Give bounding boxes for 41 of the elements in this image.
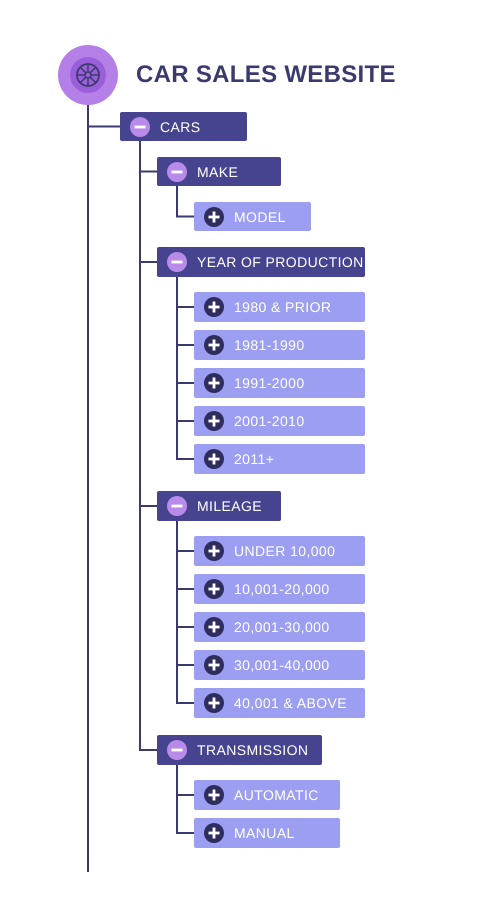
option-box <box>194 688 365 718</box>
category-box <box>157 157 281 186</box>
node-label: UNDER 10,000 <box>234 543 336 559</box>
option-box <box>194 536 365 566</box>
connector-line <box>176 186 194 218</box>
option-box <box>194 780 340 810</box>
option-box <box>194 444 365 474</box>
node-label: CARS <box>160 118 200 134</box>
option-box <box>194 202 311 231</box>
node-label: 30,001-40,000 <box>234 657 330 673</box>
node-label: TRANSMISSION <box>197 742 308 758</box>
node-label: 1991-2000 <box>234 375 305 391</box>
category-box <box>157 735 322 765</box>
category-box <box>157 491 281 521</box>
node-label: MAKE <box>197 164 238 180</box>
category-box <box>120 112 247 141</box>
node-label: 2011+ <box>234 451 274 467</box>
option-box <box>194 818 340 848</box>
option-box <box>194 368 365 398</box>
node-label: YEAR OF PRODUCTION <box>197 254 364 270</box>
node-label: MANUAL <box>234 825 295 841</box>
node-label: MILEAGE <box>197 498 262 514</box>
option-box <box>194 406 365 436</box>
node-label: 10,001-20,000 <box>234 581 330 597</box>
node-label: 20,001-30,000 <box>234 619 330 635</box>
option-box <box>194 292 365 322</box>
node-label: 1980 & PRIOR <box>234 299 332 315</box>
node-label: 40,001 & ABOVE <box>234 695 348 711</box>
node-label: MODEL <box>234 208 286 224</box>
title: CAR SALES WEBSITE <box>136 61 396 89</box>
connector-line <box>176 277 194 460</box>
node-label: 2001-2010 <box>234 413 305 429</box>
connector-line <box>176 765 194 834</box>
connector-line <box>176 521 194 704</box>
option-box <box>194 612 365 642</box>
node-label: 1981-1990 <box>234 337 305 353</box>
option-box <box>194 650 365 680</box>
option-box <box>194 574 365 604</box>
node-label: AUTOMATIC <box>234 787 319 803</box>
option-box <box>194 330 365 360</box>
category-box <box>157 247 365 277</box>
